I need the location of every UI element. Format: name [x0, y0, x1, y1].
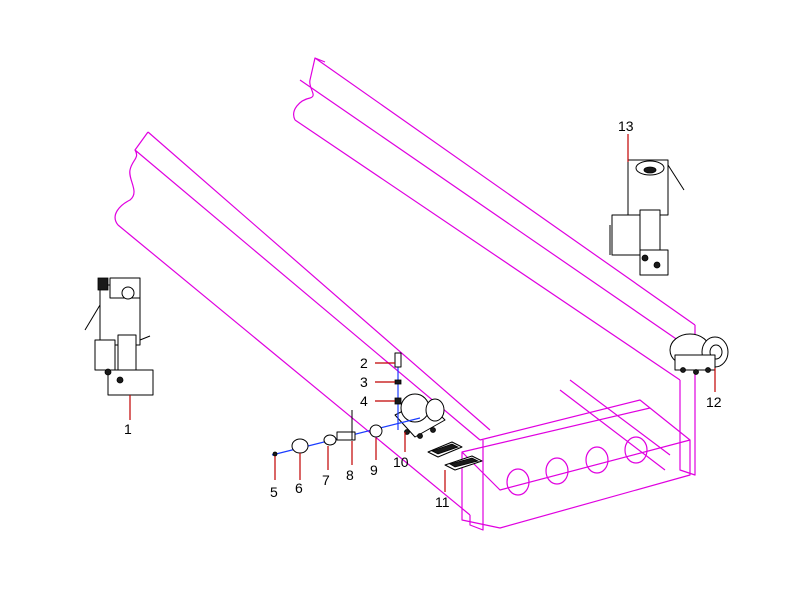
- callout-4: 4: [360, 393, 368, 409]
- shaft-assembly: [271, 352, 421, 457]
- callout-11: 11: [435, 494, 450, 510]
- cross-hole-4: [624, 436, 648, 464]
- part-8-pin: [336, 431, 356, 441]
- part-10-shackle-bracket: [394, 393, 446, 439]
- part-12-bracket: [669, 333, 729, 375]
- callout-1: 1: [124, 421, 132, 437]
- part-13-hanger-assembly: [609, 159, 685, 276]
- callout-2: 2: [360, 355, 368, 371]
- part-4-nut: [394, 397, 402, 405]
- crossmember: [461, 399, 691, 529]
- part-11-plates: [427, 441, 483, 471]
- right-rail: [293, 57, 696, 476]
- part-6-bushing: [291, 438, 309, 454]
- part-9-nut: [369, 424, 383, 438]
- callout-10: 10: [393, 454, 409, 470]
- right-rail-inner: [559, 379, 671, 471]
- cross-hole-1: [506, 468, 530, 496]
- callout-7: 7: [322, 472, 330, 488]
- leader-lines: [129, 134, 716, 492]
- frame-structure: [114, 57, 696, 531]
- callout-labels: 1 2 3 4 5 6 7 8 9 10 11 12 13: [124, 118, 722, 510]
- callout-9: 9: [370, 462, 378, 478]
- callout-12: 12: [706, 394, 722, 410]
- cross-hole-2: [545, 457, 569, 485]
- part-1-hanger-assembly: [84, 277, 154, 396]
- left-rail: [114, 131, 491, 531]
- part-7-sleeve: [323, 434, 337, 446]
- part-3-washer: [394, 379, 402, 385]
- part-2-bolt: [394, 352, 402, 368]
- callout-6: 6: [295, 480, 303, 496]
- part-5-washer: [272, 451, 278, 457]
- callout-8: 8: [346, 467, 354, 483]
- callout-5: 5: [270, 484, 278, 500]
- callout-13: 13: [618, 118, 634, 134]
- cross-hole-3: [585, 446, 609, 474]
- callout-3: 3: [360, 374, 368, 390]
